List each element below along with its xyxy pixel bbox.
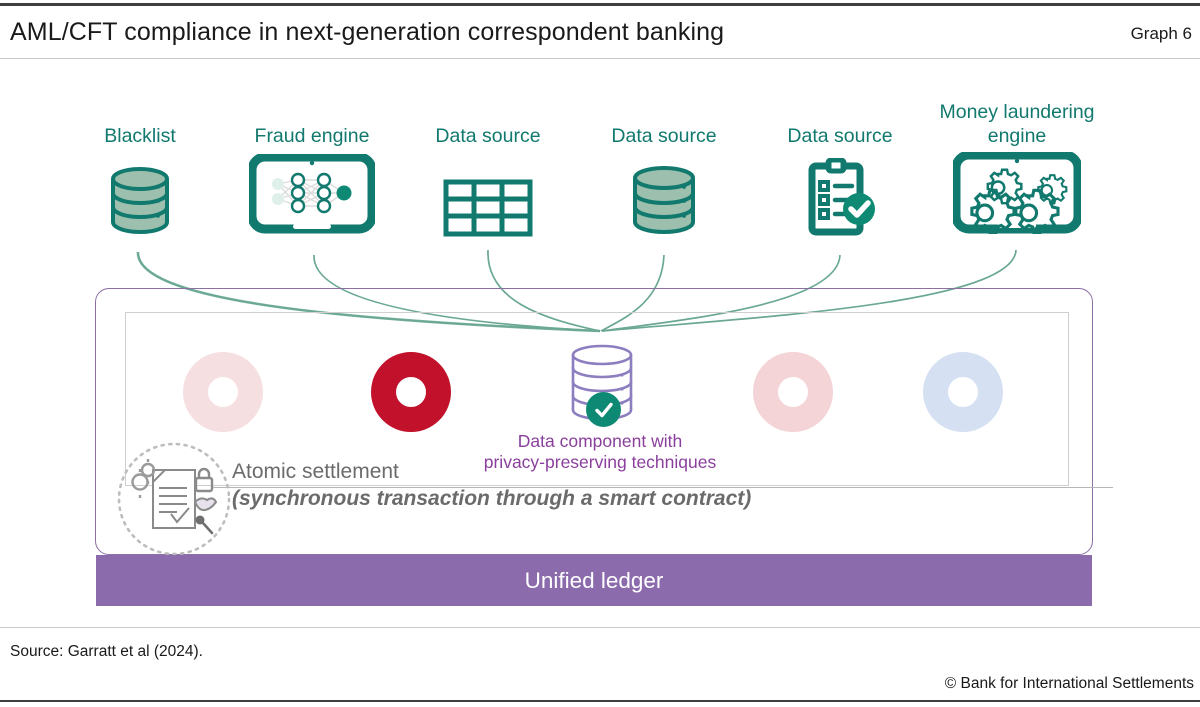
gears-monitor-icon bbox=[922, 152, 1112, 240]
check-badge-icon bbox=[586, 392, 621, 427]
token-pink bbox=[753, 352, 833, 432]
atomic-settlement-area bbox=[125, 312, 1069, 486]
node-label: Blacklist bbox=[104, 125, 176, 147]
node-data-source-table: Data source bbox=[424, 124, 552, 240]
source-note: Source: Garratt et al (2024). bbox=[10, 643, 203, 660]
node-label: Data source bbox=[435, 125, 541, 147]
data-component-label-line1: Data component with bbox=[517, 431, 683, 451]
node-label: Money laundering engine bbox=[939, 101, 1095, 147]
node-label: Data source bbox=[787, 125, 893, 147]
data-component-label: Data component with privacy-preserving t… bbox=[425, 431, 775, 473]
unified-ledger-label: Unified ledger bbox=[524, 567, 664, 593]
token-pale-pink bbox=[183, 352, 263, 432]
atomic-settlement-subtitle: (synchronous transaction through a smart… bbox=[232, 487, 752, 510]
table-grid-icon bbox=[424, 154, 552, 240]
node-label: Data source bbox=[611, 125, 717, 147]
token-red bbox=[371, 352, 451, 432]
unified-ledger-panel bbox=[95, 288, 1093, 555]
copyright-note: © Bank for International Settlements bbox=[944, 675, 1194, 692]
page-title: AML/CFT compliance in next-generation co… bbox=[10, 18, 725, 46]
node-blacklist: Blacklist bbox=[98, 124, 182, 240]
clipboard-check-icon bbox=[776, 154, 904, 240]
smart-contract-cluster-icon bbox=[115, 440, 233, 558]
footer-rule-bottom bbox=[0, 700, 1200, 702]
database-stack-icon bbox=[98, 154, 182, 240]
token-blue bbox=[923, 352, 1003, 432]
graph-number: Graph 6 bbox=[1130, 24, 1192, 43]
node-fraud-engine: Fraud engine bbox=[244, 124, 380, 240]
node-data-source-db: Data source bbox=[600, 124, 728, 240]
node-data-source-clipboard: Data source bbox=[776, 124, 904, 240]
unified-ledger-bar: Unified ledger bbox=[96, 555, 1092, 606]
top-rule bbox=[0, 3, 1200, 6]
node-label: Fraud engine bbox=[254, 125, 370, 147]
atomic-settlement-title: Atomic settlement bbox=[232, 460, 399, 483]
neural-network-monitor-icon bbox=[244, 154, 380, 240]
data-component-label-line2: privacy-preserving techniques bbox=[483, 452, 717, 472]
atomic-settlement-rule bbox=[213, 487, 1113, 489]
header-rule bbox=[0, 58, 1200, 59]
node-money-laundering-engine: Money laundering engine bbox=[922, 100, 1112, 240]
database-stack-icon bbox=[600, 154, 728, 240]
footer-rule-top bbox=[0, 627, 1200, 628]
